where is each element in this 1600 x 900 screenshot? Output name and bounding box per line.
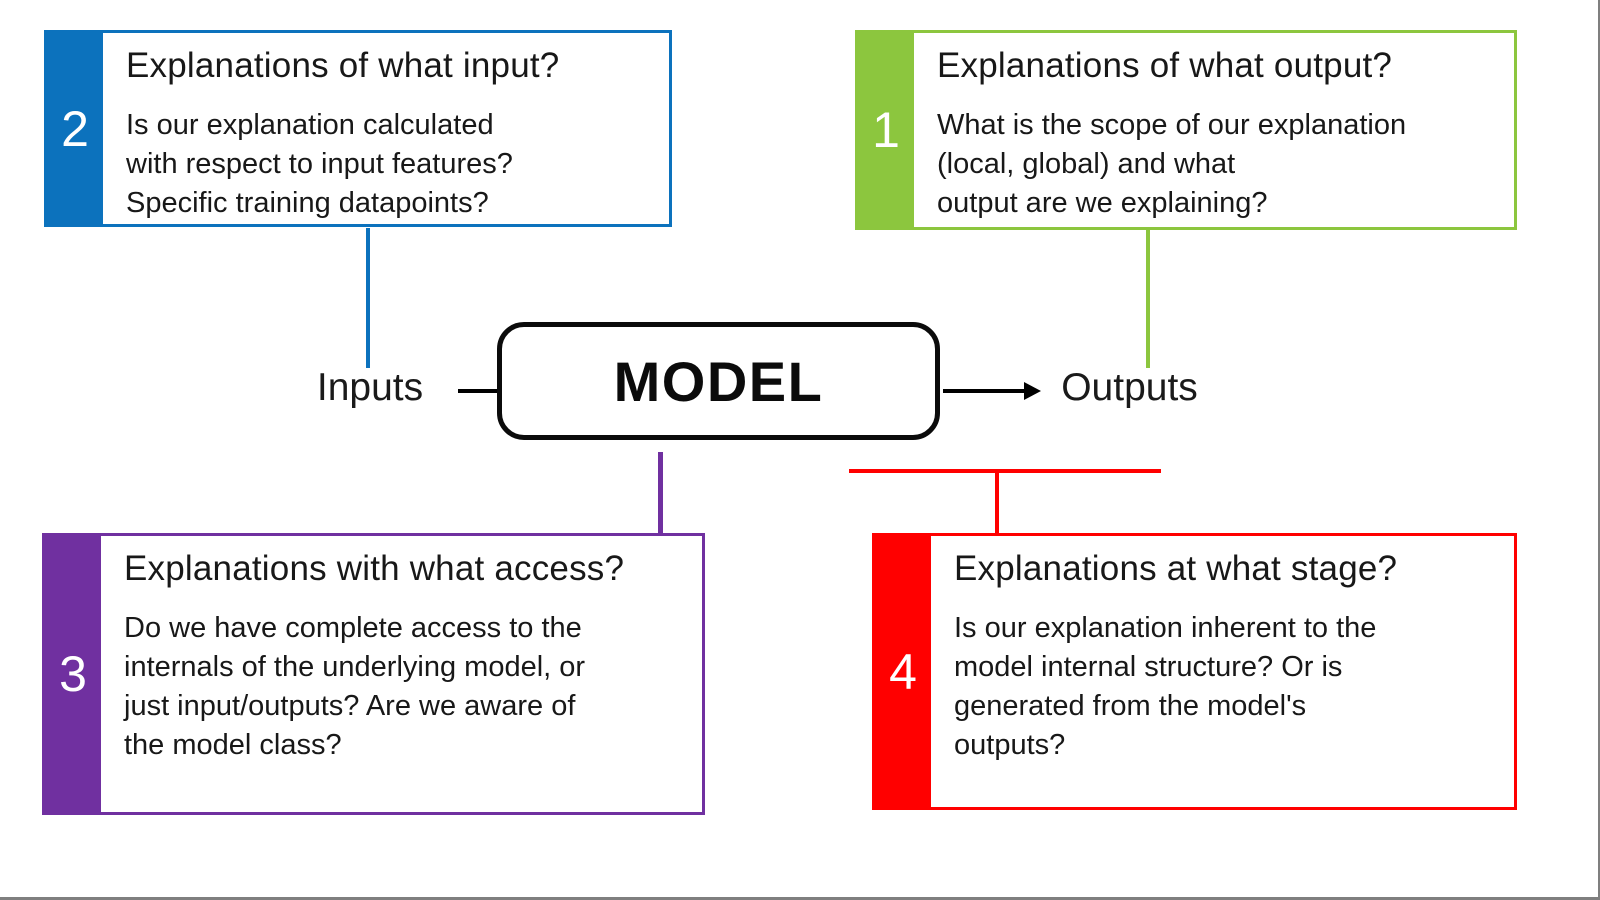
connector-input-box-line bbox=[366, 228, 370, 368]
box-number: 2 bbox=[61, 100, 89, 157]
box-content: Explanations at what stage? Is our expla… bbox=[931, 536, 1514, 807]
box-body: Do we have complete access to the intern… bbox=[124, 612, 586, 761]
number-strip: 4 bbox=[875, 536, 931, 807]
inputs-label: Inputs bbox=[316, 366, 424, 409]
model-label: MODEL bbox=[613, 349, 824, 413]
output-flow-line bbox=[943, 389, 1027, 393]
connector-output-box-line bbox=[1146, 230, 1150, 368]
question-box-output: 1 Explanations of what output? What is t… bbox=[855, 30, 1517, 230]
box-number: 1 bbox=[872, 102, 900, 158]
number-strip: 2 bbox=[47, 33, 103, 224]
box-body: Is our explanation calculated with respe… bbox=[126, 109, 513, 220]
outputs-label: Outputs bbox=[1061, 366, 1198, 409]
box-content: Explanations of what input? Is our expla… bbox=[103, 33, 669, 224]
box-title: Explanations of what output? bbox=[937, 46, 1393, 85]
connector-access-box-line bbox=[658, 452, 663, 533]
box-body: Is our explanation inherent to the model… bbox=[954, 612, 1377, 761]
model-box: MODEL bbox=[497, 322, 940, 440]
question-box-stage: 4 Explanations at what stage? Is our exp… bbox=[872, 533, 1517, 810]
input-flow-line bbox=[458, 389, 500, 393]
connector-stage-box-line-vertical bbox=[995, 469, 999, 533]
connector-stage-box-line-horizontal bbox=[849, 469, 1161, 473]
question-box-input: 2 Explanations of what input? Is our exp… bbox=[44, 30, 672, 227]
box-number: 3 bbox=[59, 646, 87, 702]
box-title: Explanations at what stage? bbox=[954, 549, 1398, 588]
box-title: Explanations with what access? bbox=[124, 549, 625, 588]
box-body: What is the scope of our explanation (lo… bbox=[937, 109, 1407, 220]
question-box-access: 3 Explanations with what access? Do we h… bbox=[42, 533, 705, 815]
number-strip: 3 bbox=[45, 536, 101, 812]
box-number: 4 bbox=[889, 643, 917, 700]
box-content: Explanations of what output? What is the… bbox=[914, 33, 1514, 227]
number-strip: 1 bbox=[858, 33, 914, 227]
box-title: Explanations of what input? bbox=[126, 46, 560, 85]
box-content: Explanations with what access? Do we hav… bbox=[101, 536, 702, 812]
arrowhead-icon bbox=[1024, 382, 1041, 400]
